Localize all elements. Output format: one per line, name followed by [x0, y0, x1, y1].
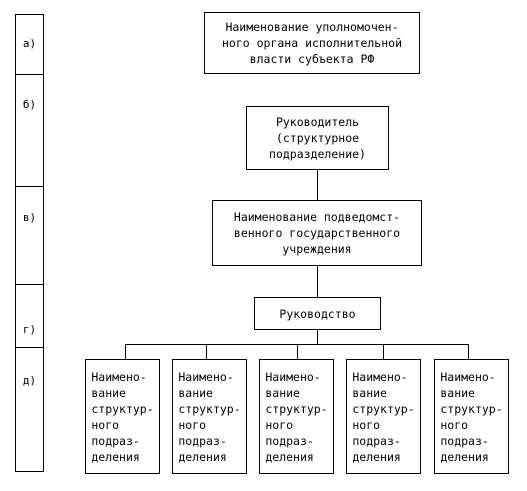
head-label: Руководитель (структурное подразделение): [269, 115, 366, 161]
connector-unit-2: [206, 344, 207, 360]
connector-unit-4: [383, 344, 384, 360]
row-label-text: г): [22, 323, 37, 336]
authority-label: Наименование уполномочен- ного органа ис…: [221, 20, 402, 66]
unit-box-4: Наимено- вание структур- ного подраз- де…: [346, 359, 421, 474]
row-label-g: г): [16, 284, 43, 348]
connector-unit-3: [297, 344, 298, 360]
row-label-d: д): [16, 347, 43, 471]
unit-label: Наимено- вание структур- ного подраз- де…: [91, 369, 154, 464]
authority-box: Наименование уполномочен- ного органа ис…: [204, 12, 420, 74]
row-label-b: б): [16, 74, 43, 186]
connector-institution-management: [317, 265, 318, 298]
connector-head-institution: [317, 169, 318, 201]
head-box: Руководитель (структурное подразделение): [246, 106, 389, 170]
row-label-text: д): [22, 374, 37, 387]
management-box: Руководство: [254, 297, 381, 330]
unit-box-2: Наимено- вание структур- ного подраз- де…: [172, 359, 247, 474]
row-label-column: а) б) в) г) д): [15, 14, 44, 472]
connector-unit-5: [468, 344, 469, 360]
institution-label: Наименование подведомст- венного государ…: [233, 210, 401, 256]
unit-label: Наимено- вание структур- ного подраз- де…: [440, 369, 503, 464]
connector-management-bus: [317, 329, 318, 344]
institution-box: Наименование подведомст- венного государ…: [212, 200, 422, 266]
management-label: Руководство: [279, 306, 356, 321]
row-label-text: в): [22, 211, 37, 224]
unit-label: Наимено- вание структур- ного подраз- де…: [265, 369, 328, 464]
connector-horizontal-bus: [125, 344, 468, 345]
row-label-a: а): [16, 15, 43, 75]
row-label-text: б): [22, 98, 37, 111]
unit-box-1: Наимено- вание структур- ного подраз- де…: [85, 359, 160, 474]
row-label-v: в): [16, 186, 43, 284]
connector-unit-1: [125, 344, 126, 360]
unit-box-5: Наимено- вание структур- ного подраз- де…: [434, 359, 509, 474]
row-label-text: а): [22, 37, 37, 50]
unit-label: Наимено- вание структур- ного подраз- де…: [178, 369, 241, 464]
unit-label: Наимено- вание структур- ного подраз- де…: [352, 369, 415, 464]
unit-box-3: Наимено- вание структур- ного подраз- де…: [259, 359, 334, 474]
